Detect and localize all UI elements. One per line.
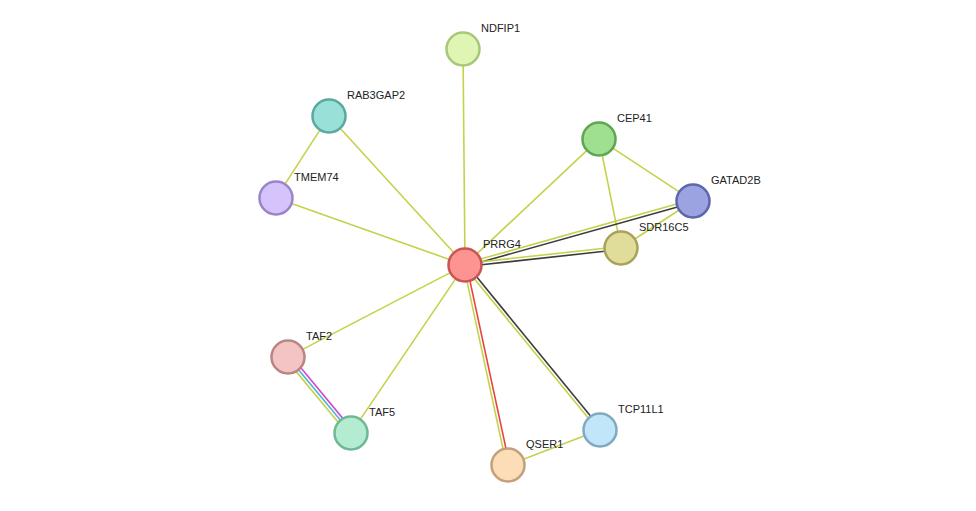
node-circle bbox=[447, 247, 483, 283]
node-circle bbox=[603, 230, 639, 266]
protein-node: SDR16C5 bbox=[603, 230, 639, 266]
node-circle bbox=[333, 415, 369, 451]
protein-node: QSER1 bbox=[490, 447, 526, 483]
interaction-line bbox=[613, 148, 679, 192]
interaction-line bbox=[523, 436, 584, 459]
protein-label: PRRG4 bbox=[483, 237, 521, 251]
protein-label: TMEM74 bbox=[294, 170, 339, 184]
protein-node: TAF2 bbox=[270, 339, 306, 375]
node-circle-shape bbox=[584, 414, 617, 447]
interaction-line bbox=[299, 370, 341, 421]
protein-node: TAF5 bbox=[333, 415, 369, 451]
protein-node: TMEM74 bbox=[258, 180, 294, 216]
node-circle-shape bbox=[583, 123, 616, 156]
protein-label: GATAD2B bbox=[711, 173, 761, 187]
protein-label: NDFIP1 bbox=[481, 21, 520, 35]
interaction-line bbox=[602, 155, 617, 232]
node-circle bbox=[445, 31, 481, 67]
interaction-line bbox=[360, 279, 455, 420]
protein-node: GATAD2B bbox=[675, 183, 711, 219]
protein-label: TCP11L1 bbox=[618, 402, 664, 416]
protein-label: TAF2 bbox=[306, 329, 332, 343]
node-circle bbox=[581, 121, 617, 157]
interaction-line bbox=[482, 251, 605, 264]
interaction-line bbox=[477, 277, 591, 416]
interaction-line bbox=[340, 128, 454, 253]
interaction-line bbox=[481, 248, 604, 261]
node-circle bbox=[490, 447, 526, 483]
node-circle-shape bbox=[605, 232, 638, 265]
node-circle bbox=[675, 183, 711, 219]
node-circle-shape bbox=[335, 417, 368, 450]
interaction-line bbox=[474, 279, 588, 418]
node-circle-shape bbox=[272, 341, 305, 374]
protein-node: CEP41 bbox=[581, 121, 617, 157]
interaction-line bbox=[303, 273, 451, 350]
node-circle bbox=[258, 180, 294, 216]
node-circle bbox=[270, 339, 306, 375]
node-circle-shape bbox=[449, 249, 482, 282]
node-circle-shape bbox=[677, 185, 710, 218]
interaction-line bbox=[301, 368, 343, 419]
protein-node: RAB3GAP2 bbox=[311, 98, 347, 134]
protein-node: NDFIP1 bbox=[445, 31, 481, 67]
protein-label: TAF5 bbox=[369, 405, 395, 419]
node-circle-shape bbox=[260, 182, 293, 215]
interaction-line bbox=[296, 372, 338, 423]
protein-node: TCP11L1 bbox=[582, 412, 618, 448]
protein-label: SDR16C5 bbox=[639, 220, 689, 234]
node-circle-shape bbox=[447, 33, 480, 66]
interaction-line bbox=[463, 65, 465, 248]
node-circle bbox=[582, 412, 618, 448]
interaction-line bbox=[477, 150, 587, 253]
protein-label: CEP41 bbox=[617, 111, 652, 125]
interaction-line bbox=[292, 204, 450, 260]
node-circle-shape bbox=[492, 449, 525, 482]
node-circle-shape bbox=[313, 100, 346, 133]
protein-label: QSER1 bbox=[526, 437, 563, 451]
node-circle bbox=[311, 98, 347, 134]
protein-label: RAB3GAP2 bbox=[347, 88, 405, 102]
protein-node: PRRG4 bbox=[447, 247, 483, 283]
